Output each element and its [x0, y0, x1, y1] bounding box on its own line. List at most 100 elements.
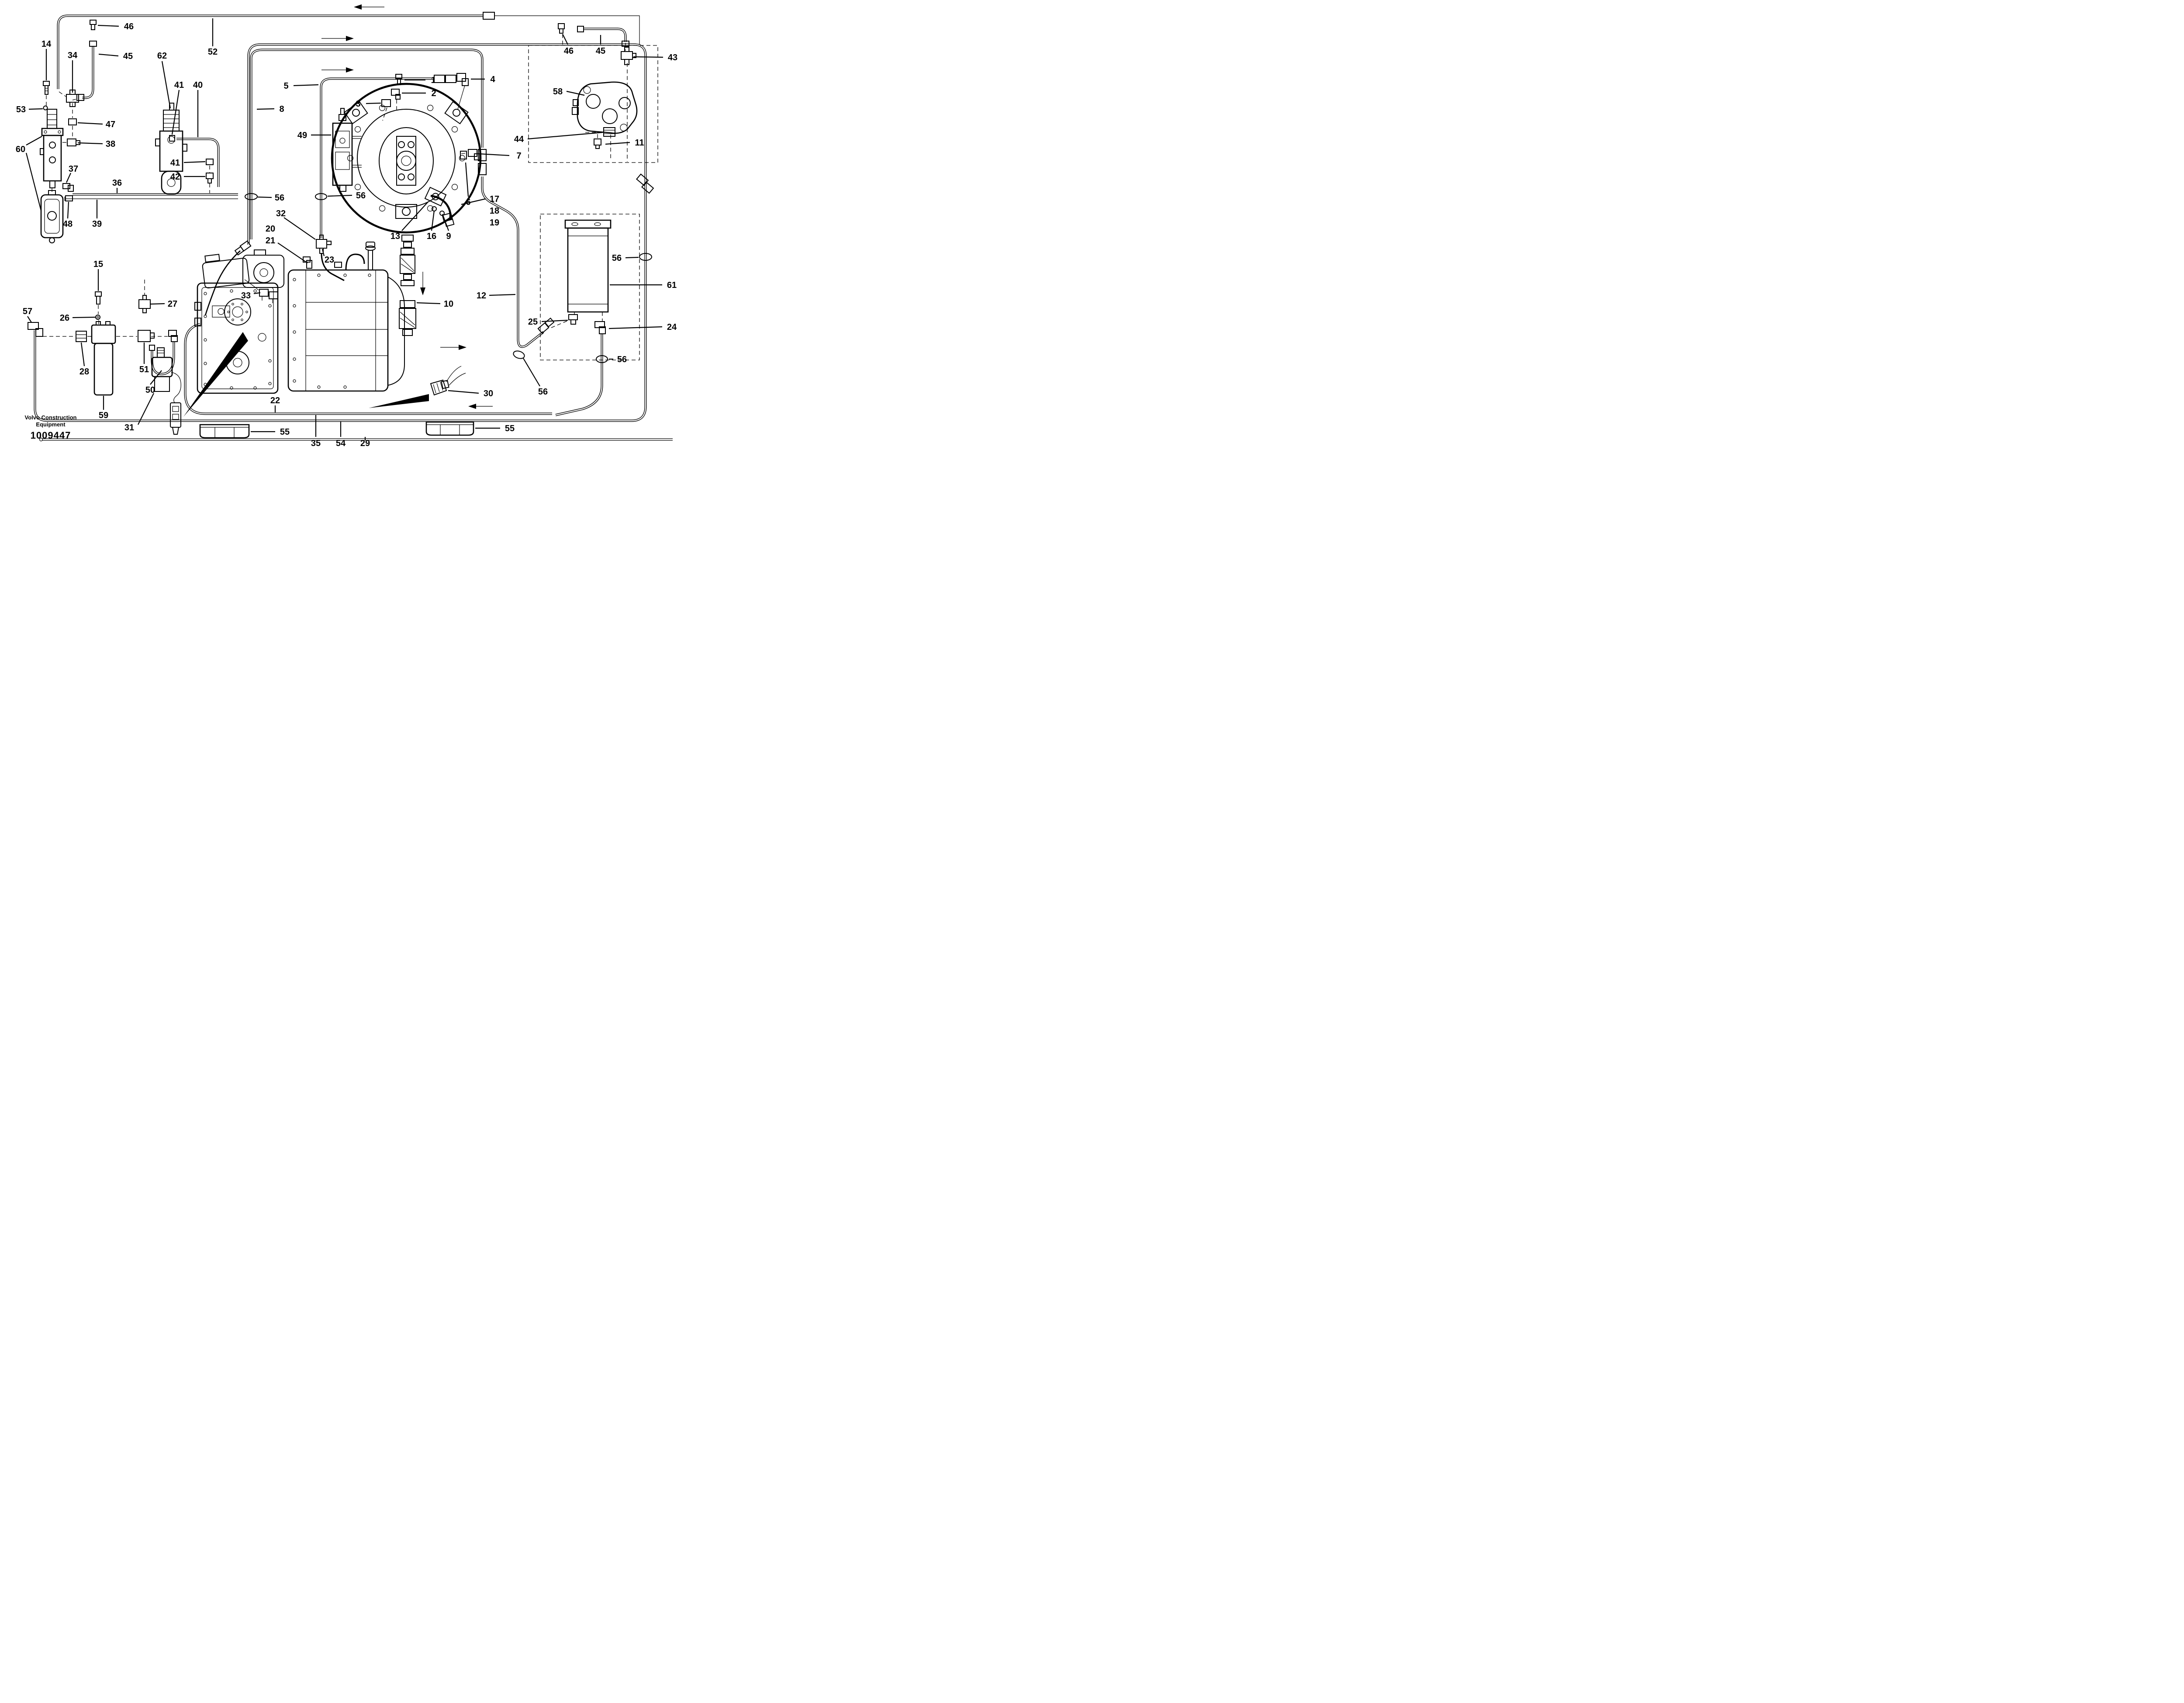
callout-18: 18	[490, 206, 499, 216]
callout-16: 16	[427, 232, 436, 241]
leader-line-5	[294, 85, 318, 86]
callout-13: 13	[390, 232, 400, 241]
oil-cooler-61	[565, 220, 611, 312]
leader-line-11	[605, 142, 630, 144]
leader-line-58	[567, 91, 584, 95]
callout-23: 23	[325, 255, 334, 265]
leader-line-56	[328, 195, 352, 196]
callout-56: 56	[612, 253, 622, 263]
leader-line-21	[278, 243, 308, 263]
callout-42: 42	[170, 172, 180, 182]
leader-line-16	[432, 211, 434, 231]
callout-41: 41	[170, 158, 180, 168]
hose-core	[251, 50, 482, 239]
leader-line-46	[98, 25, 119, 26]
pump-subassembly-box	[529, 45, 658, 163]
torque-converter	[332, 84, 480, 232]
callout-5: 5	[283, 81, 288, 91]
leader-line-60	[26, 136, 42, 145]
hose-core	[556, 334, 602, 415]
leader-line-7	[479, 154, 509, 156]
hose-core	[82, 46, 93, 98]
callout-48: 48	[63, 219, 73, 229]
callout-34: 34	[68, 51, 78, 60]
callout-3: 3	[356, 99, 360, 109]
flow-arrows	[321, 4, 493, 409]
callout-43: 43	[668, 53, 677, 62]
leader-line-41	[172, 90, 179, 135]
callout-21: 21	[266, 236, 275, 246]
leader-line-47	[78, 123, 103, 124]
callout-46: 46	[124, 22, 134, 31]
callout-19: 19	[490, 218, 499, 228]
callout-15: 15	[93, 260, 103, 269]
pointer-wedge	[183, 332, 248, 417]
callout-31: 31	[124, 423, 134, 433]
callout-50: 50	[145, 385, 155, 395]
callout-14: 14	[41, 39, 52, 49]
flex-coupling-stack	[399, 235, 416, 336]
oil-pans	[200, 422, 473, 438]
callout-30: 30	[484, 389, 493, 398]
diagram-canvas: 1234567891011121314151617181920212223242…	[16, 4, 677, 448]
converter-valve	[333, 108, 362, 191]
subassembly-boxes	[529, 45, 658, 360]
pump-assembly-58	[572, 82, 637, 133]
callout-37: 37	[69, 164, 78, 174]
callout-33: 33	[241, 291, 251, 301]
leader-line-48	[68, 202, 69, 218]
flow-arrow-right-icon	[459, 345, 467, 350]
callout-62: 62	[157, 51, 167, 61]
leader-line-6	[466, 163, 468, 197]
callout-61: 61	[667, 280, 677, 290]
callout-36: 36	[112, 178, 122, 188]
callout-17: 17	[490, 194, 499, 204]
callout-28: 28	[79, 367, 89, 377]
hose-core	[176, 139, 218, 187]
control-valve-62	[156, 103, 187, 194]
callout-9: 9	[446, 232, 451, 241]
hose-runs	[35, 12, 673, 441]
leader-line-26	[73, 317, 95, 318]
leader-line-57	[28, 316, 31, 322]
pressure-switch-30	[369, 366, 466, 408]
leader-line-56	[523, 358, 540, 386]
callout-32: 32	[276, 209, 286, 218]
leader-line-56	[625, 257, 639, 258]
leader-line-9	[442, 214, 449, 231]
flow-arrow-down-icon	[420, 287, 425, 295]
engine-assembly	[195, 250, 284, 393]
callout-39: 39	[92, 219, 102, 229]
leader-line-38	[78, 143, 103, 144]
leader-line-50	[150, 370, 162, 384]
leader-line-37	[66, 173, 71, 183]
callout-55: 55	[280, 427, 290, 437]
hose-core	[584, 29, 625, 42]
callout-57: 57	[23, 307, 32, 316]
callout-11: 11	[635, 138, 644, 148]
callout-47: 47	[106, 120, 115, 129]
flow-arrow-right-icon	[346, 67, 354, 73]
callout-56: 56	[538, 387, 548, 397]
leader-line-3	[366, 103, 381, 104]
hose-clamp-icons	[245, 194, 652, 363]
leader-line-23	[322, 249, 324, 256]
callout-60: 60	[16, 145, 25, 154]
leader-line-46	[563, 34, 568, 45]
callout-56: 56	[617, 355, 627, 364]
leader-line-44	[528, 132, 603, 139]
leader-line-41	[184, 162, 205, 163]
callout-29: 29	[360, 439, 370, 448]
leader-line-60	[26, 153, 41, 211]
callout-53: 53	[16, 105, 26, 114]
leader-line-10	[417, 303, 440, 304]
callout-25: 25	[528, 317, 538, 327]
callouts-layer: 1234567891011121314151617181920212223242…	[16, 18, 677, 448]
leader-line-13	[402, 202, 428, 231]
callout-22: 22	[270, 396, 280, 405]
callout-38: 38	[106, 139, 115, 149]
leader-line-17	[461, 199, 486, 204]
callout-46: 46	[564, 46, 574, 56]
callout-55: 55	[505, 424, 515, 433]
